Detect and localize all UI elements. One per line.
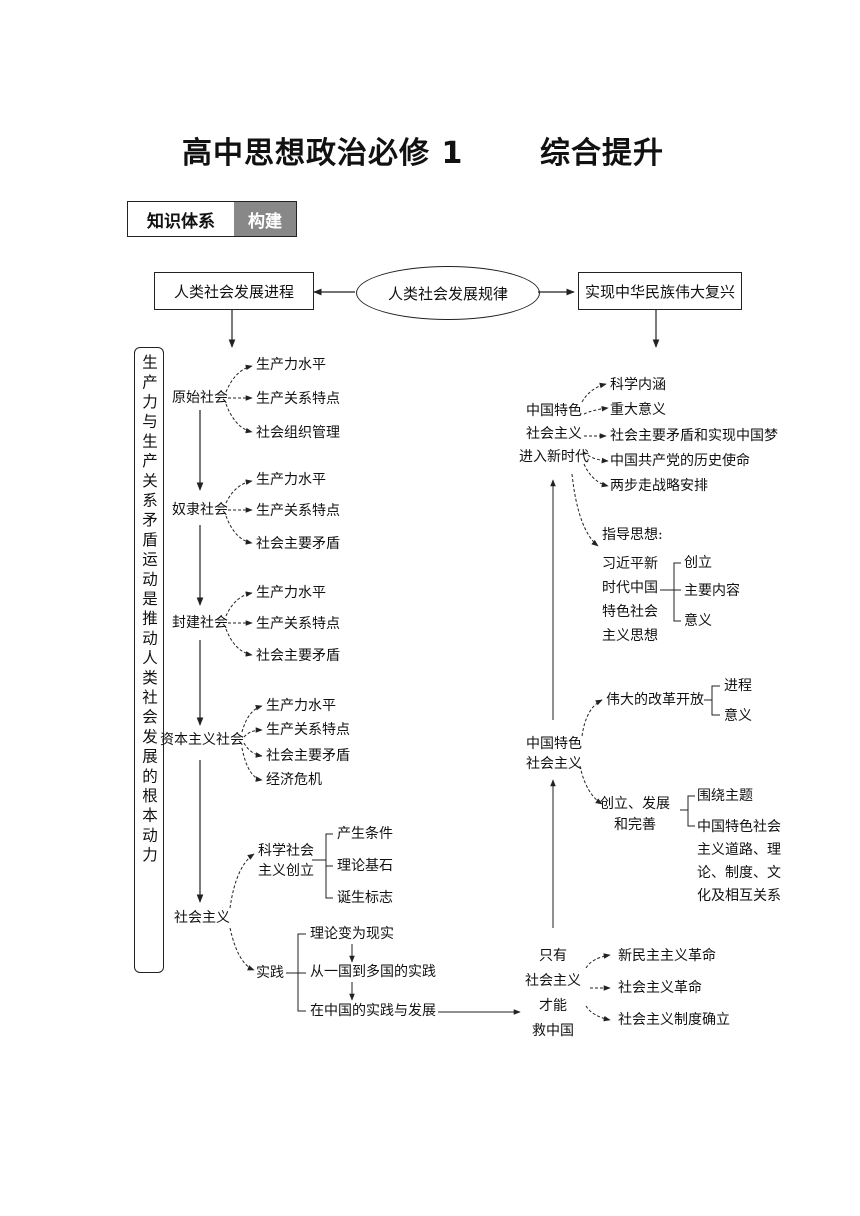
only-socialism: 只有 社会主义 才能 救中国	[525, 948, 581, 1039]
feudal-item-3: 社会主要矛盾	[256, 648, 340, 664]
side-label-box: 生产力与生产关系矛盾运动是推动人类社会发展的根本动力	[134, 347, 164, 973]
guide-item-1: 创立	[684, 555, 712, 571]
primitive-item-1: 生产力水平	[256, 357, 326, 373]
found-item-1: 围绕主题	[697, 788, 753, 804]
feudal-item-1: 生产力水平	[256, 585, 326, 601]
page-subtitle: 综合提升	[540, 136, 664, 171]
nera-item-4: 中国共产党的历史使命	[610, 453, 750, 469]
practice-item-3: 在中国的实践与发展	[310, 1003, 436, 1019]
nera-item-5: 两步走战略安排	[610, 478, 708, 494]
stage-socialist: 社会主义	[174, 910, 230, 926]
nera-item-1: 科学内涵	[610, 377, 666, 393]
only-item-2: 社会主义革命	[618, 980, 702, 996]
capitalist-item-4: 经济危机	[266, 772, 322, 788]
found-label: 创立、发展 和完善	[600, 796, 670, 833]
stage-feudal: 封建社会	[172, 615, 228, 631]
side-label: 生产力与生产关系矛盾运动是推动人类社会发展的根本动力	[140, 354, 158, 867]
rejuvenation-box: 实现中华民族伟大复兴	[578, 272, 742, 310]
only-item-1: 新民主主义革命	[618, 948, 716, 964]
human-society-process-box: 人类社会发展进程	[154, 272, 314, 310]
scientific-socialism: 科学社会 主义创立	[258, 843, 314, 879]
stage-capitalist: 资本主义社会	[160, 732, 244, 748]
guide-item-3: 意义	[684, 613, 712, 629]
section-badge: 知识体系 构建	[127, 201, 297, 237]
slave-item-1: 生产力水平	[256, 472, 326, 488]
reform-item-1: 进程	[724, 678, 752, 694]
guide-thought: 习近平新 时代中国 特色社会 主义思想	[602, 556, 658, 644]
nera-item-3: 社会主要矛盾和实现中国梦	[610, 428, 778, 444]
scientific-item-1: 产生条件	[337, 826, 393, 842]
feudal-item-2: 生产关系特点	[256, 616, 340, 632]
practice-label: 实践	[256, 965, 284, 981]
scientific-item-3: 诞生标志	[337, 890, 393, 906]
page-title: 高中思想政治必修 1	[182, 128, 463, 172]
stage-primitive: 原始社会	[172, 390, 228, 406]
capitalist-item-1: 生产力水平	[266, 698, 336, 714]
capitalist-item-2: 生产关系特点	[266, 722, 350, 738]
new-era: 中国特色 社会主义 进入新时代	[519, 403, 589, 465]
primitive-item-3: 社会组织管理	[256, 425, 340, 441]
slave-item-3: 社会主要矛盾	[256, 536, 340, 552]
only-item-3: 社会主义制度确立	[618, 1012, 730, 1028]
practice-item-1: 理论变为现实	[310, 926, 394, 942]
guide-label: 指导思想:	[602, 527, 663, 543]
stage-slave: 奴隶社会	[172, 502, 228, 518]
title-main: 高中思想政治必修 1	[182, 136, 464, 171]
guide-item-2: 主要内容	[684, 583, 740, 599]
reform-label: 伟大的改革开放	[606, 692, 704, 708]
badge-left: 知识体系	[128, 202, 234, 236]
primitive-item-2: 生产关系特点	[256, 391, 340, 407]
nera-item-2: 重大意义	[610, 402, 666, 418]
badge-right: 构建	[234, 202, 296, 236]
scientific-item-2: 理论基石	[337, 858, 393, 874]
reform-item-2: 意义	[724, 708, 752, 724]
capitalist-item-3: 社会主要矛盾	[266, 748, 350, 764]
cs-socialism: 中国特色 社会主义	[526, 736, 582, 772]
found-item-2: 中国特色社会主义道路、理论、制度、文化及相互关系	[697, 819, 781, 904]
practice-item-2: 从一国到多国的实践	[310, 964, 436, 980]
slave-item-2: 生产关系特点	[256, 503, 340, 519]
society-law-oval: 人类社会发展规律	[356, 266, 540, 320]
